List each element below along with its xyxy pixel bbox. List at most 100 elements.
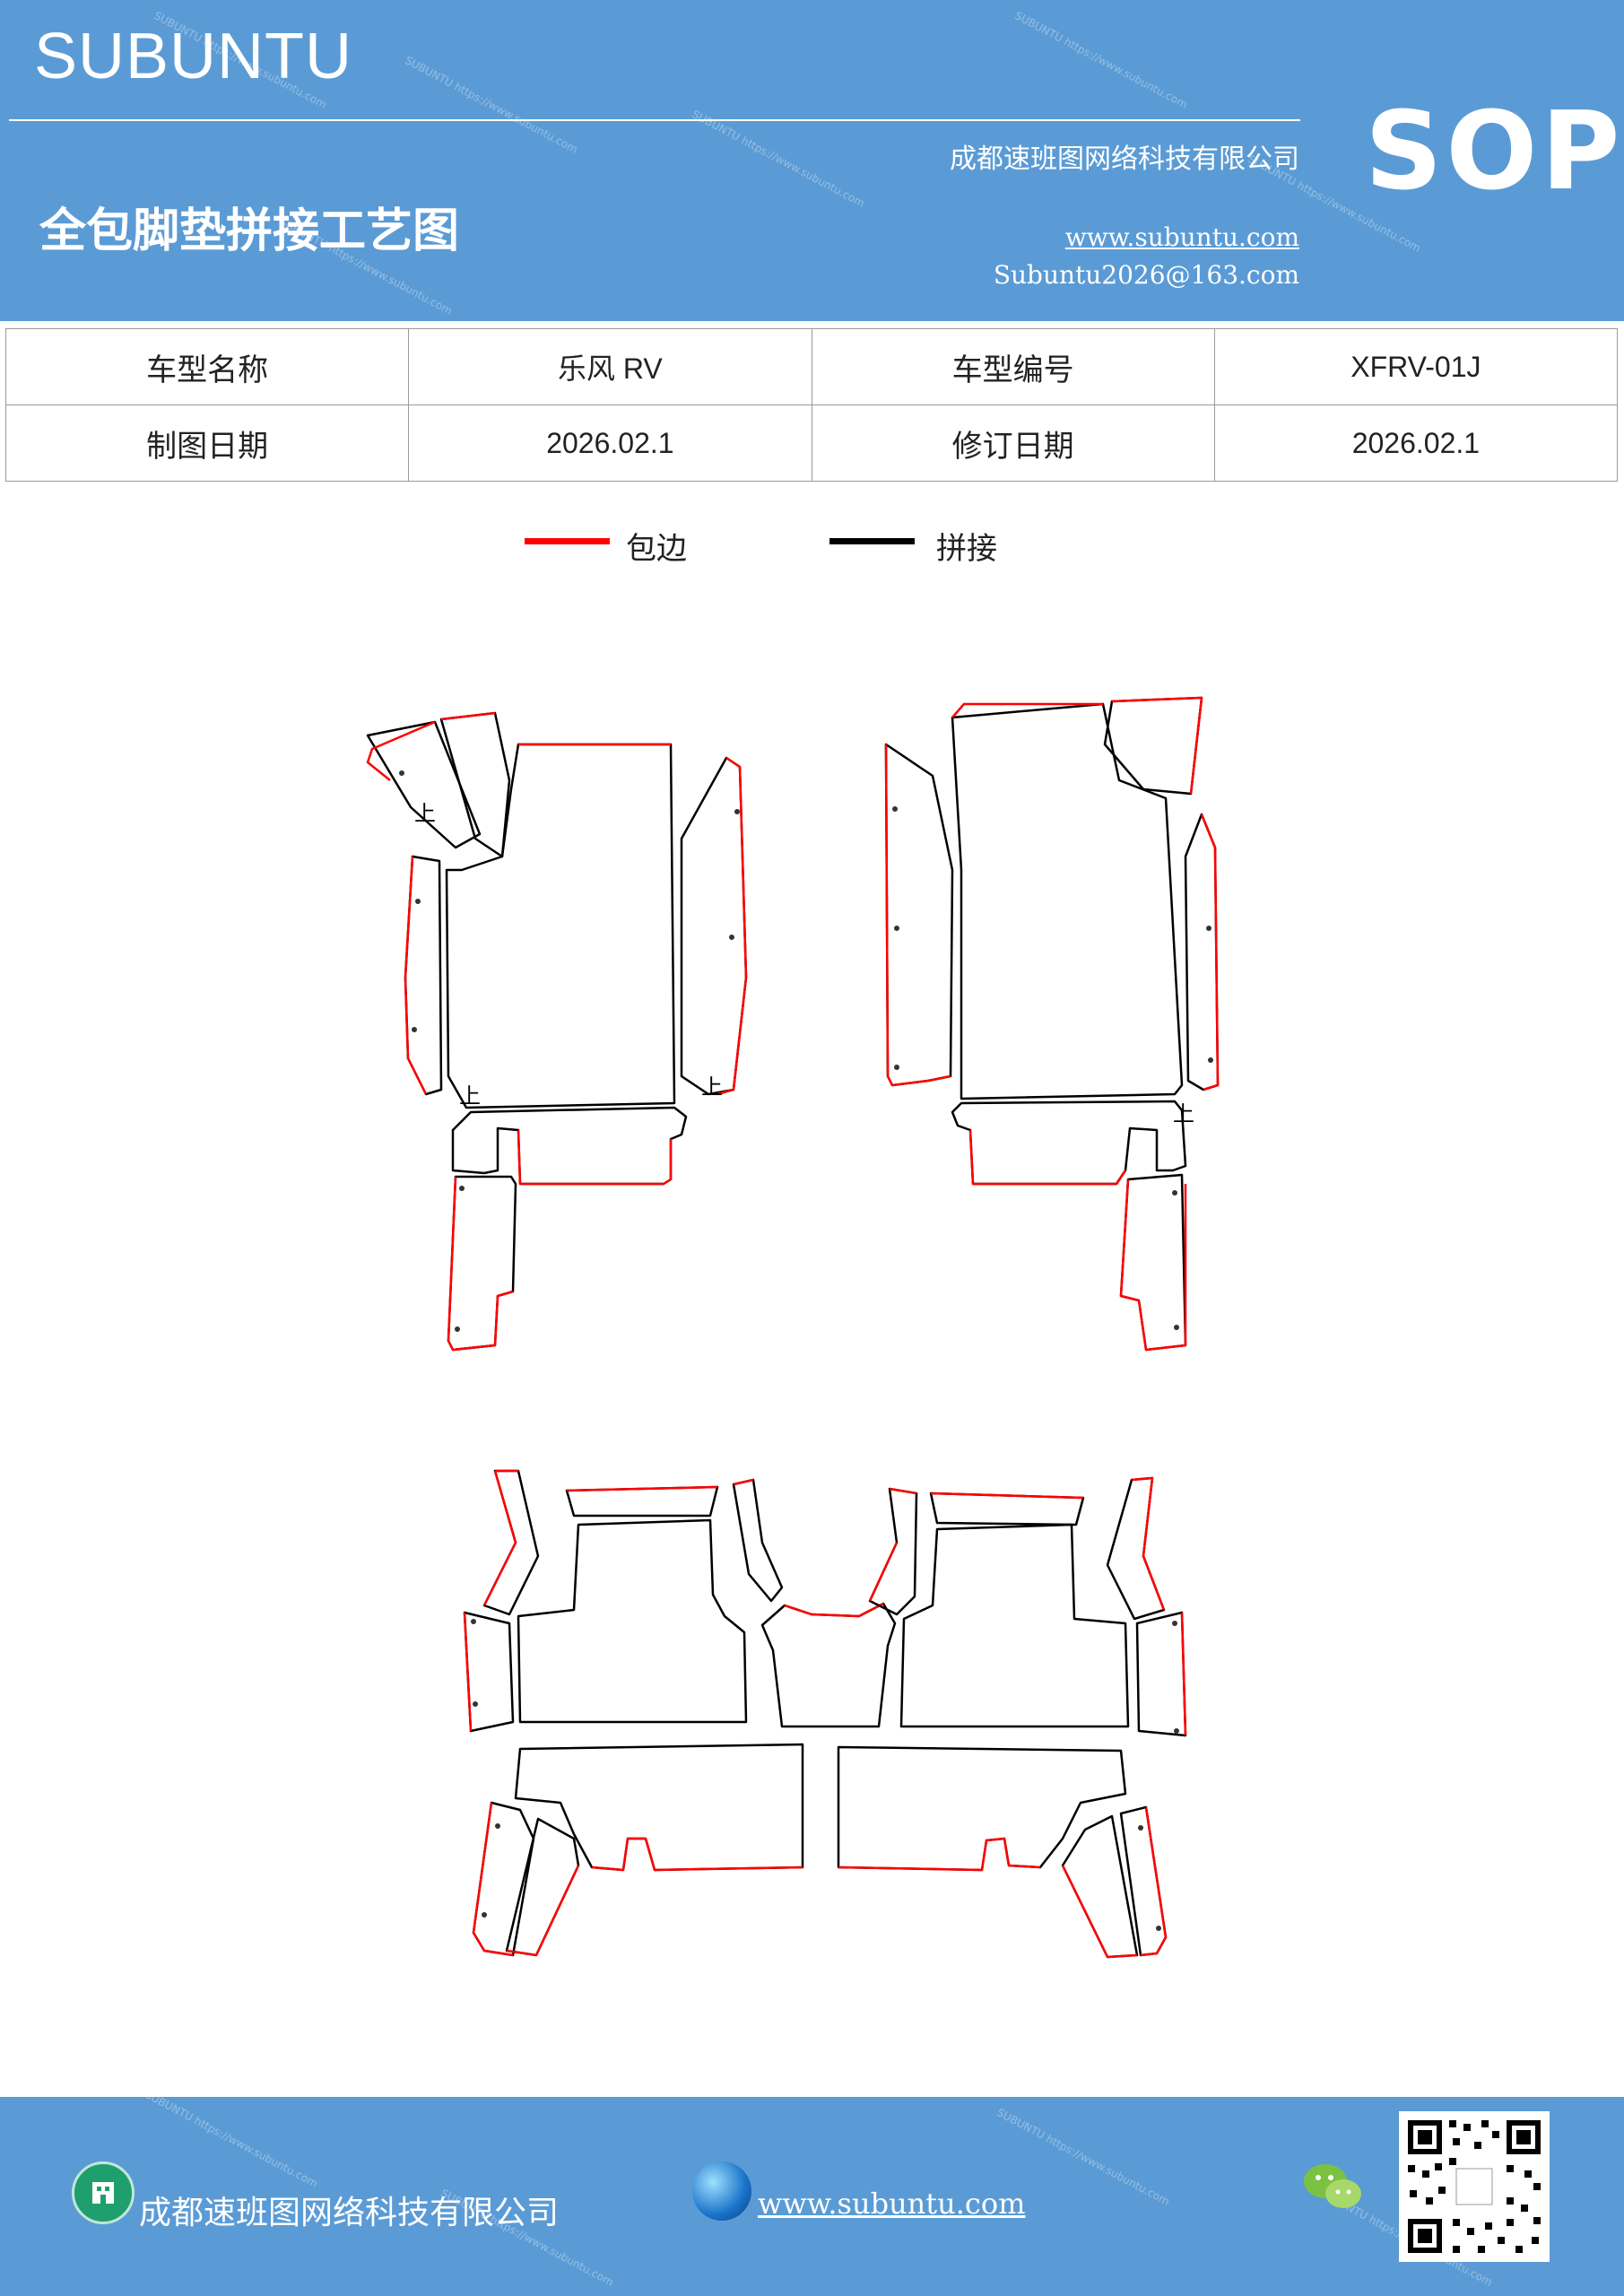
revise-date-value: 2026.02.1 bbox=[1213, 404, 1619, 482]
mat-piece bbox=[1131, 1476, 1166, 1611]
mat-piece bbox=[733, 1478, 754, 1486]
fixing-dot bbox=[459, 1186, 465, 1191]
fixing-dot bbox=[455, 1326, 460, 1332]
draw-date-value: 2026.02.1 bbox=[408, 404, 812, 482]
mat-piece bbox=[784, 1602, 884, 1618]
mat-piece bbox=[514, 1743, 804, 1872]
mat-piece bbox=[837, 1745, 1127, 1872]
table-row: 车型名称 乐风 RV 车型编号 XFRV-01J bbox=[4, 328, 1619, 405]
mat-piece bbox=[732, 1478, 784, 1603]
mat-piece bbox=[716, 756, 748, 1096]
fixing-dot bbox=[482, 1912, 487, 1918]
mat-piece bbox=[884, 744, 951, 1087]
fixing-dot bbox=[729, 935, 734, 940]
watermark: SUBUNTU https://www.subuntu.com bbox=[143, 2097, 320, 2190]
up-mark: 上 bbox=[459, 1083, 481, 1109]
header-banner: SUBUNTU https://www.subuntu.com SUBUNTU … bbox=[0, 0, 1624, 321]
mat-piece bbox=[1119, 1178, 1187, 1352]
globe-icon bbox=[692, 2161, 751, 2221]
mat-piece bbox=[445, 743, 676, 1109]
fixing-dot bbox=[1156, 1926, 1161, 1931]
fixing-dot bbox=[894, 1065, 899, 1070]
mat-piece bbox=[1200, 813, 1220, 1091]
floor-mat-drawing: 上 上 上 上 bbox=[366, 696, 1220, 1959]
join-legend-label: 拼接 bbox=[936, 531, 997, 567]
mat-piece bbox=[951, 702, 1184, 1100]
mat-piece bbox=[760, 1602, 897, 1728]
footer-website-link[interactable]: www.subuntu.com bbox=[758, 2187, 1026, 2221]
front-left-mat-group: 上 上 上 bbox=[366, 711, 748, 1352]
mat-piece bbox=[517, 1129, 673, 1186]
mat-piece bbox=[1135, 1611, 1187, 1737]
mat-piece bbox=[566, 1485, 718, 1492]
mat-piece bbox=[1106, 1476, 1166, 1621]
mat-piece bbox=[1119, 1173, 1187, 1352]
wechat-icon[interactable] bbox=[1302, 2160, 1365, 2217]
draw-date-label: 制图日期 bbox=[4, 404, 410, 482]
building-icon bbox=[72, 2161, 135, 2224]
header-website-link[interactable]: www.subuntu.com bbox=[1064, 222, 1299, 252]
mat-piece bbox=[463, 1611, 515, 1733]
mat-piece bbox=[482, 1469, 518, 1606]
footer-banner: SUBUNTU https://www.subuntu.com SUBUNTU … bbox=[0, 2097, 1624, 2296]
mat-piece bbox=[951, 702, 1103, 718]
mat-piece bbox=[1119, 1805, 1168, 1957]
mat-piece bbox=[884, 743, 954, 1087]
footer-company: 成都速班图网络科技有限公司 bbox=[139, 2195, 560, 2231]
mat-piece bbox=[591, 1837, 803, 1872]
header-divider bbox=[9, 119, 1300, 121]
mat-piece bbox=[1184, 813, 1220, 1091]
fixing-dot bbox=[471, 1619, 476, 1624]
header-email[interactable]: Subuntu2026@163.com bbox=[993, 260, 1299, 290]
mat-piece bbox=[868, 1487, 917, 1602]
watermark: SUBUNTU https://www.subuntu.com bbox=[690, 108, 867, 210]
model-name-value: 乐风 RV bbox=[408, 328, 812, 405]
fixing-dot bbox=[473, 1701, 478, 1707]
mat-piece bbox=[951, 1100, 1187, 1186]
edge-legend-label: 包边 bbox=[626, 531, 687, 567]
mat-piece bbox=[366, 720, 482, 849]
fixing-dot bbox=[415, 899, 421, 904]
fixing-dot bbox=[1138, 1825, 1143, 1831]
mat-piece bbox=[680, 756, 748, 1096]
header-company: 成都速班图网络科技有限公司 bbox=[950, 144, 1299, 175]
model-code-value: XFRV-01J bbox=[1213, 328, 1619, 405]
mat-piece bbox=[440, 711, 496, 721]
mat-piece bbox=[404, 856, 428, 1095]
mat-piece bbox=[930, 1492, 1084, 1500]
mat-piece bbox=[447, 1175, 517, 1352]
model-info-table: 车型名称 乐风 RV 车型编号 XFRV-01J 制图日期 2026.02.1 … bbox=[4, 328, 1619, 482]
fixing-dot bbox=[1172, 1190, 1177, 1196]
mat-piece bbox=[506, 1865, 580, 1957]
model-code-label: 车型编号 bbox=[811, 328, 1215, 405]
mat-piece bbox=[565, 1485, 719, 1518]
mat-piece bbox=[447, 1176, 514, 1352]
fixing-dot bbox=[399, 770, 404, 776]
mat-piece bbox=[899, 1523, 1130, 1728]
mat-piece bbox=[1061, 1865, 1138, 1959]
join-line-swatch bbox=[829, 538, 915, 544]
mat-piece bbox=[482, 1469, 540, 1616]
fixing-dot bbox=[1172, 1621, 1177, 1626]
legend: 包边 拼接 bbox=[0, 524, 1624, 569]
watermark: SUBUNTU https://www.subuntu.com bbox=[403, 54, 580, 156]
sop-badge: SOP bbox=[1365, 90, 1624, 214]
mat-piece bbox=[968, 1129, 1127, 1186]
watermark: SUBUNTU https://www.subuntu.com bbox=[1012, 9, 1190, 111]
fixing-dot bbox=[892, 806, 898, 812]
mat-piece bbox=[451, 1106, 688, 1186]
mat-piece bbox=[366, 720, 436, 781]
fixing-dot bbox=[1174, 1325, 1179, 1330]
up-mark: 上 bbox=[414, 801, 436, 826]
front-right-mat-group: 上 bbox=[884, 696, 1220, 1352]
edge-line-swatch bbox=[525, 538, 610, 544]
fixing-dot bbox=[894, 926, 899, 931]
qr-code bbox=[1399, 2111, 1550, 2262]
mat-piece bbox=[1140, 1806, 1168, 1957]
fixing-dot bbox=[1206, 926, 1211, 931]
mat-piece bbox=[463, 1612, 473, 1732]
fixing-dot bbox=[734, 809, 740, 814]
mat-piece bbox=[439, 711, 511, 858]
fixing-dot bbox=[1174, 1728, 1179, 1734]
mat-piece bbox=[838, 1837, 1041, 1872]
